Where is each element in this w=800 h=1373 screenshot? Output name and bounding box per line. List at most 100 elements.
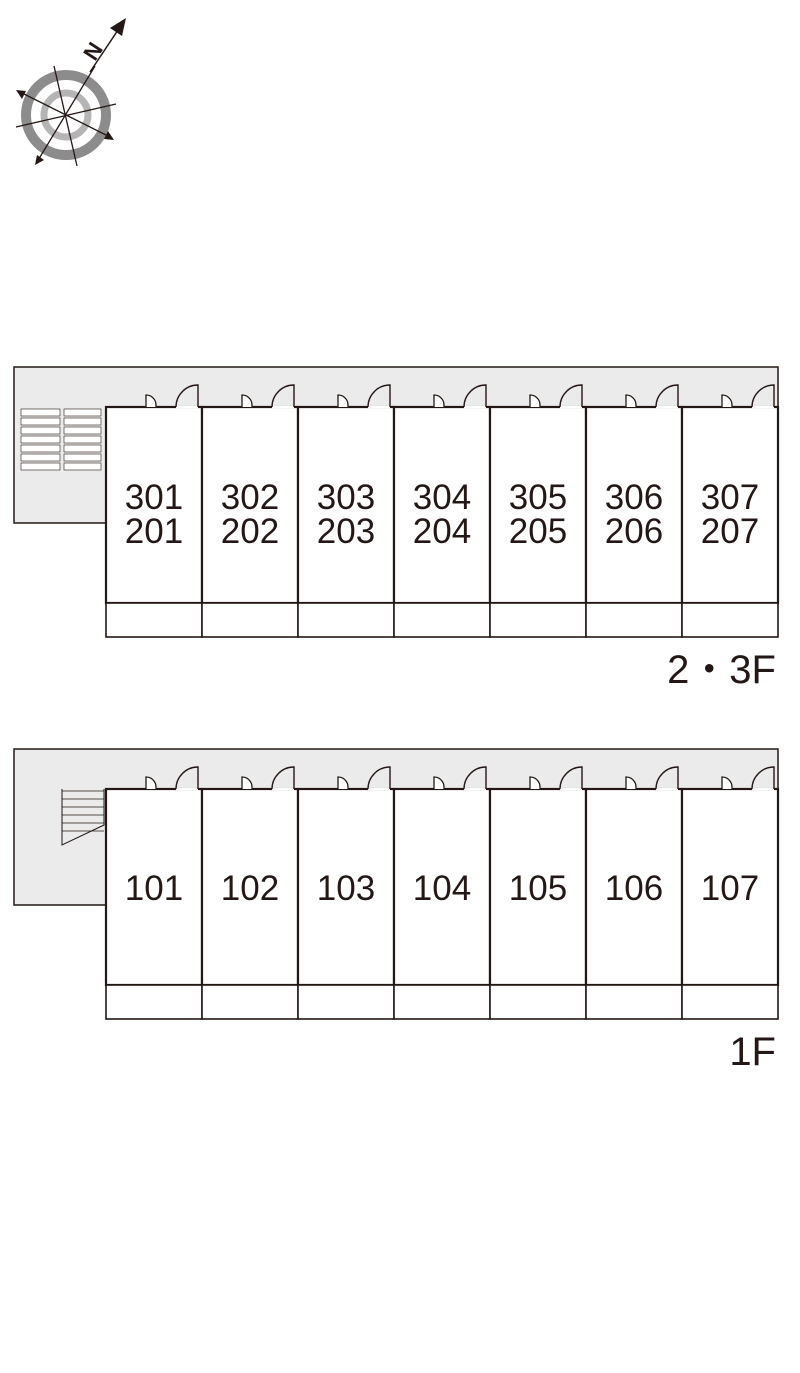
- meter-box: [337, 394, 349, 407]
- unit-number: 202: [221, 512, 279, 551]
- door-swing: [655, 384, 679, 408]
- unit-room: [296, 405, 396, 605]
- door-icon: [337, 384, 391, 409]
- door-swing: [175, 384, 199, 408]
- unit-room: [488, 405, 588, 605]
- door-icon: [529, 766, 583, 791]
- meter-box: [433, 394, 445, 407]
- stair-step: [20, 462, 61, 471]
- door-swing: [367, 384, 391, 408]
- door-icon: [337, 766, 391, 791]
- unit-number: 103: [317, 869, 375, 908]
- stair-step: [20, 417, 61, 426]
- stair-step: [63, 408, 102, 417]
- unit-balcony: [585, 602, 683, 638]
- unit-room: [392, 787, 492, 987]
- unit-number: 101: [125, 869, 183, 908]
- unit-balcony: [201, 602, 299, 638]
- unit-number: 306: [605, 478, 663, 517]
- door-swing: [751, 384, 775, 408]
- unit-number: 305: [509, 478, 567, 517]
- door-icon: [721, 384, 775, 409]
- door-icon: [721, 766, 775, 791]
- unit-balcony: [393, 602, 491, 638]
- stair-step: [63, 435, 102, 444]
- unit-number: 303: [317, 478, 375, 517]
- door-swing: [271, 766, 295, 790]
- stairs-icon: [20, 408, 102, 471]
- meter-box: [529, 394, 541, 407]
- unit-room: [680, 405, 780, 605]
- door-swing: [463, 766, 487, 790]
- unit-number: 102: [221, 869, 279, 908]
- meter-box: [337, 776, 349, 789]
- stair-step: [63, 417, 102, 426]
- unit-balcony: [393, 984, 491, 1020]
- unit-room: [584, 787, 684, 987]
- compass-icon: N: [15, 18, 126, 167]
- unit-room: [680, 787, 780, 987]
- stair-step: [20, 444, 61, 453]
- unit-balcony: [489, 602, 587, 638]
- unit-number: 307: [701, 478, 759, 517]
- unit-balcony: [681, 602, 779, 638]
- unit-number: 204: [413, 512, 471, 551]
- unit-balcony: [201, 984, 299, 1020]
- door-swing: [559, 384, 583, 408]
- unit-balcony: [297, 602, 395, 638]
- floor-label: 1F: [729, 1030, 776, 1074]
- door-swing: [271, 384, 295, 408]
- door-icon: [529, 384, 583, 409]
- door-icon: [145, 384, 199, 409]
- unit-number: 304: [413, 478, 471, 517]
- unit-number: 302: [221, 478, 279, 517]
- unit-number: 301: [125, 478, 183, 517]
- door-icon: [625, 766, 679, 791]
- floor-plan-ground: 101 102 103 104 105 106 107 1F: [13, 748, 780, 1074]
- meter-box: [145, 776, 157, 789]
- meter-box: [433, 776, 445, 789]
- door-icon: [145, 766, 199, 791]
- floor-label: 2・3F: [667, 648, 776, 692]
- door-icon: [241, 766, 295, 791]
- meter-box: [241, 394, 253, 407]
- meter-box: [721, 776, 733, 789]
- unit-number: 201: [125, 512, 183, 551]
- door-swing: [175, 766, 199, 790]
- unit-balcony: [105, 984, 203, 1020]
- stair-outline: [61, 789, 105, 846]
- compass-north-label: N: [78, 38, 108, 65]
- unit-105: 105: [488, 766, 588, 1020]
- door-icon: [433, 384, 487, 409]
- unit-number: 106: [605, 869, 663, 908]
- stair-step: [20, 435, 61, 444]
- unit-101: 101: [104, 766, 204, 1020]
- stair-step: [63, 462, 102, 471]
- meter-box: [625, 776, 637, 789]
- unit-room: [584, 405, 684, 605]
- unit-106: 106: [584, 766, 684, 1020]
- unit-number: 205: [509, 512, 567, 551]
- unit-number: 206: [605, 512, 663, 551]
- stair-step: [63, 444, 102, 453]
- unit-102: 102: [200, 766, 300, 1020]
- unit-number: 203: [317, 512, 375, 551]
- meter-box: [529, 776, 541, 789]
- stair-step: [63, 453, 102, 462]
- unit-balcony: [585, 984, 683, 1020]
- unit-number: 105: [509, 869, 567, 908]
- unit-107: 107: [680, 766, 780, 1020]
- stair-step: [20, 408, 61, 417]
- unit-104: 104: [392, 766, 492, 1020]
- unit-103: 103: [296, 766, 396, 1020]
- door-swing: [367, 766, 391, 790]
- stair-step: [20, 426, 61, 435]
- door-swing: [559, 766, 583, 790]
